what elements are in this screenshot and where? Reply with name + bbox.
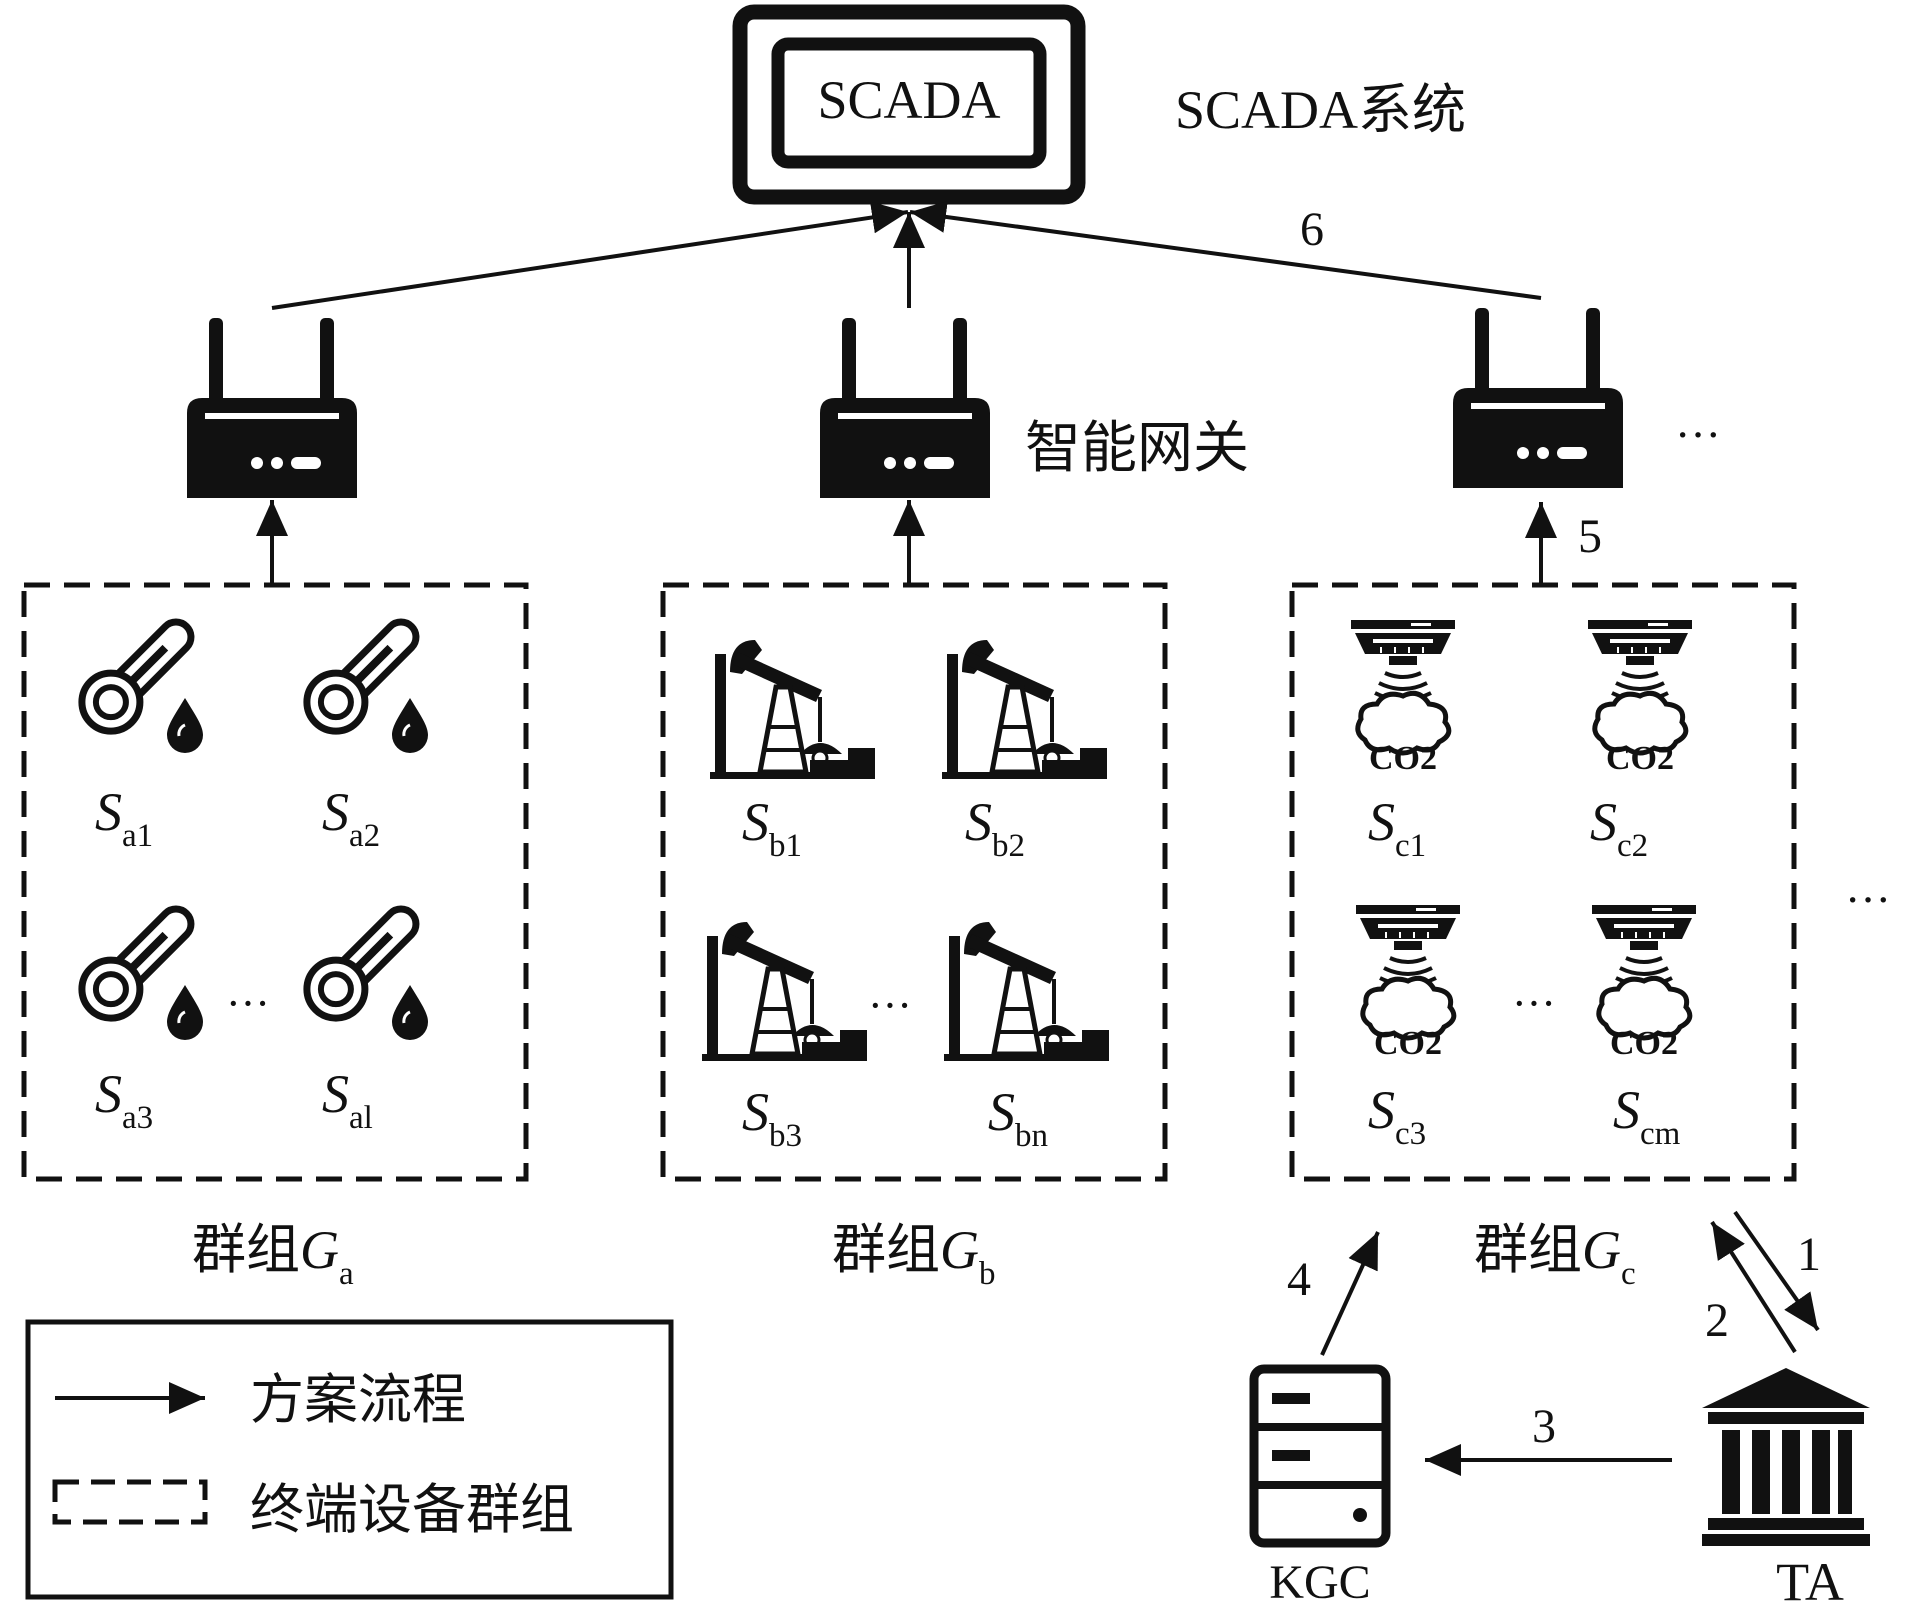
gateway-label: 智能网关 (1025, 418, 1249, 480)
group-b: Sb1 Sb2 Sb3 Sbn ··· 群组Gb (660, 582, 1168, 1292)
co2-sensor-icon-cm (1592, 905, 1696, 1038)
sensor-label-bn: Sbn (988, 1082, 1048, 1154)
thermometer-icon-a1 (70, 606, 207, 753)
legend-dashed-sample (52, 1479, 208, 1525)
co2-sensor-icon-c1 (1351, 620, 1455, 753)
thermometer-icon-a3 (70, 893, 207, 1040)
scada-monitor-icon (732, 4, 1086, 205)
legend-box (25, 1319, 674, 1600)
pump-jack-icon-bn (944, 922, 1109, 1061)
thermometer-icon-al (295, 893, 432, 1040)
sensor-label-al: Sal (322, 1064, 373, 1136)
scada-system: SCADA SCADA系统 (732, 4, 1466, 205)
step-1-label: 1 (1797, 1228, 1821, 1281)
scada-screen-label: SCADA (817, 70, 1000, 130)
kgc-label: KGC (1269, 1556, 1370, 1606)
group-c-dashed-box (1289, 582, 1797, 1182)
group-a-dashed-box (21, 582, 529, 1182)
sensor-label-c2: Sc2 (1590, 792, 1648, 864)
sensor-label-c1: Sc1 (1368, 792, 1426, 864)
server-icon (1254, 1369, 1386, 1543)
arrow-gateway-c-to-scada (909, 201, 1542, 300)
gateway-ellipsis: ··· (1675, 409, 1721, 460)
thermometer-icon-a2 (295, 606, 432, 753)
groups-ellipsis: ··· (1845, 874, 1891, 925)
step-5-label: 5 (1578, 510, 1602, 563)
co2-text-c3: CO2 (1374, 1025, 1442, 1062)
legend-dashed-label: 终端设备群组 (250, 1480, 574, 1540)
co2-text-cm: CO2 (1610, 1025, 1678, 1062)
arrow-gateway-a-to-scada (271, 201, 909, 310)
co2-sensor-icon-c3 (1356, 905, 1460, 1038)
group-b-caption: 群组Gb (832, 1220, 996, 1292)
pump-jack-icon-b2 (942, 640, 1107, 779)
pump-jack-icon-b3 (702, 922, 867, 1061)
sensor-label-c3: Sc3 (1368, 1080, 1426, 1152)
step-4-label: 4 (1287, 1253, 1311, 1306)
step-2-label: 2 (1705, 1294, 1729, 1347)
legend: 方案流程 终端设备群组 (25, 1319, 674, 1600)
sensor-label-a1: Sa1 (95, 782, 153, 854)
flow-arrows-to-scada: 6 (271, 201, 1542, 310)
sensor-label-a3: Sa3 (95, 1064, 153, 1136)
gateway-icon-a (187, 318, 357, 498)
sensor-label-a2: Sa2 (322, 782, 380, 854)
co2-text-c1: CO2 (1369, 740, 1437, 777)
gateway-icon-c (1453, 308, 1623, 488)
co2-sensor-icon-c2 (1588, 620, 1692, 753)
group-b-ellipsis: ··· (868, 981, 912, 1030)
bank-icon (1702, 1368, 1870, 1546)
step-3-label: 3 (1532, 1400, 1556, 1453)
arrow-step-4 (1320, 1231, 1380, 1356)
ta-label: TA (1776, 1552, 1844, 1606)
group-c-ellipsis: ··· (1512, 979, 1556, 1028)
arrow-step-2 (1710, 1220, 1797, 1354)
group-c-caption: 群组Gc (1474, 1220, 1636, 1292)
sensor-label-b1: Sb1 (742, 792, 802, 864)
sensor-label-b2: Sb2 (965, 792, 1025, 864)
group-a: Sa1 Sa2 Sa3 Sal ··· 群组Ga (21, 582, 529, 1292)
legend-arrow-label: 方案流程 (250, 1370, 466, 1430)
sensor-label-b3: Sb3 (742, 1082, 802, 1154)
step-6-label: 6 (1300, 203, 1324, 256)
scada-system-label: SCADA系统 (1175, 80, 1466, 140)
co2-text-c2: CO2 (1606, 740, 1674, 777)
sensor-label-cm: Scm (1613, 1080, 1681, 1152)
group-c: CO2 CO2 CO2 CO2 Sc1 Sc2 Sc3 Scm ··· 群组Gc (1289, 582, 1797, 1292)
group-a-caption: 群组Ga (192, 1220, 354, 1292)
arrow-step-1 (1733, 1210, 1820, 1332)
group-a-ellipsis: ··· (226, 979, 270, 1028)
group-b-dashed-box (660, 582, 1168, 1182)
pump-jack-icon-b1 (710, 640, 875, 779)
gateway-icon-b (820, 318, 990, 498)
